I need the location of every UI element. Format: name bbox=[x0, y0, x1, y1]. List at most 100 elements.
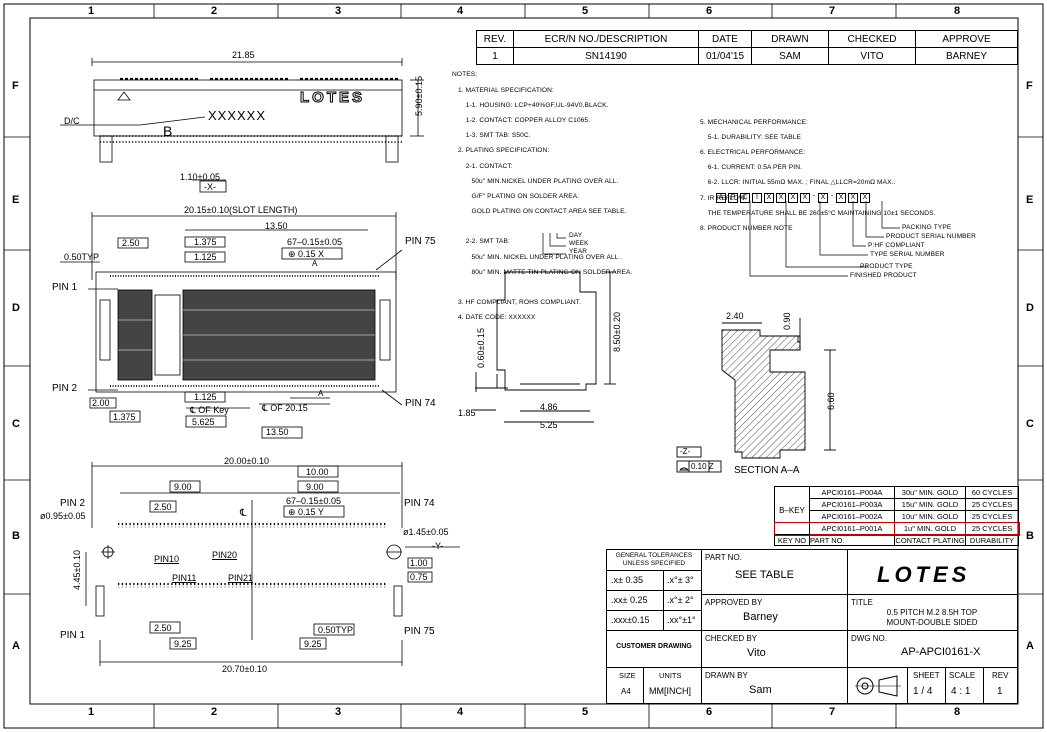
customer-drawing: CUSTOMER DRAWING bbox=[616, 643, 692, 650]
size-label: SIZE bbox=[619, 671, 636, 680]
pin21-label: PIN21 bbox=[228, 573, 254, 583]
divider bbox=[607, 667, 701, 668]
rev-value: 1 bbox=[476, 47, 514, 65]
grid-row-c: C bbox=[12, 418, 20, 430]
pn-label-serial: PRODUCT SERIAL NUMBER bbox=[886, 233, 977, 240]
top-view bbox=[60, 58, 424, 193]
tolerance-column: GENERAL TOLERANCES UNLESS SPECIFIED .x± … bbox=[607, 550, 702, 704]
grid-col-2: 2 bbox=[211, 5, 218, 17]
dim-5-25: 5.25 bbox=[540, 420, 558, 430]
dim-9-25-a: 9.25 bbox=[174, 639, 192, 649]
pn-box: X bbox=[764, 193, 774, 203]
divider bbox=[607, 590, 701, 591]
key-mark: B bbox=[163, 123, 173, 139]
units-value: MM[INCH] bbox=[649, 686, 691, 696]
pn-label-finished: FINISHED PRODUCT bbox=[850, 272, 917, 279]
company-logo: LOTES bbox=[877, 562, 971, 587]
dim-0-60: 0.60±0.15 bbox=[476, 328, 486, 368]
dim-0-75: 0.75 bbox=[410, 572, 428, 582]
pn-box: X bbox=[800, 193, 810, 203]
pn-dash: - bbox=[812, 193, 816, 200]
rev-checked: VITO bbox=[828, 47, 916, 65]
grid-col-3-bottom: 3 bbox=[335, 706, 342, 718]
key-durability-2: 25 CYCLES bbox=[965, 498, 1019, 511]
pn-box: X bbox=[818, 193, 828, 203]
pos-tolerance-y: ⊕ 0.15 Y bbox=[288, 507, 324, 517]
drawn-value: Sam bbox=[749, 684, 772, 696]
hole-large: ø1.45±0.05 bbox=[403, 527, 449, 537]
dim-2-50-fp-b: 2.50 bbox=[154, 623, 172, 633]
pn-label-type-serial: TYPE SERIAL NUMBER bbox=[870, 251, 945, 258]
note-line: 5. MECHANICAL PERFORMANCE: bbox=[700, 118, 808, 126]
note-line: GOLD PLATING ON CONTACT AREA SEE TABLE. bbox=[458, 208, 627, 216]
dim-5-90: 5.90±0.15 bbox=[414, 76, 424, 116]
grid-col-7: 7 bbox=[829, 5, 836, 17]
rev-header-approve: APPROVE bbox=[915, 30, 1018, 48]
part-number-boxes: A P C I X X X X - X - X X X bbox=[716, 193, 870, 203]
grid-row-f: F bbox=[12, 80, 19, 92]
grid-col-2-bottom: 2 bbox=[211, 706, 218, 718]
dim-13-50-bottom: 13.50 bbox=[266, 427, 289, 437]
divider bbox=[663, 570, 664, 630]
date-code-labels: DAY WEEK YEAR bbox=[569, 232, 589, 256]
section-letter-a-bottom: A bbox=[318, 389, 324, 398]
key-part-1: APCI0161–P004A bbox=[809, 486, 895, 499]
divider bbox=[847, 630, 1017, 631]
scale-value: 4 : 1 bbox=[951, 686, 971, 697]
size-value: A4 bbox=[621, 687, 631, 696]
dim-0-90: 0.90 bbox=[782, 312, 792, 330]
divider bbox=[701, 630, 847, 631]
grid-col-8: 8 bbox=[954, 5, 961, 17]
dim-20-00: 20.00±0.10 bbox=[224, 456, 269, 466]
key-plating-3: 10u" MIN. GOLD bbox=[894, 510, 966, 523]
rev-header-rev: REV. bbox=[476, 30, 514, 48]
grid-col-1: 1 bbox=[88, 5, 95, 17]
note-line: 5-1. DURABILITY: SEE TABLE bbox=[700, 133, 801, 141]
divider bbox=[847, 667, 1017, 668]
pn-label-product-type: PRODUCT TYPE bbox=[860, 263, 913, 270]
note-line: 3. HF COMPLIANT, ROHS COMPLIANT. bbox=[458, 299, 582, 307]
key-plating-4: 1u" MIN. GOLD bbox=[894, 522, 966, 535]
pin2-fp-label: PIN 2 bbox=[60, 498, 86, 509]
note-line: 1. MATERIAL SPECIFICATION: bbox=[458, 86, 554, 94]
notes-heading: NOTES: bbox=[452, 71, 478, 78]
brand-logo: LOTES bbox=[299, 89, 366, 107]
dc-label: D/C bbox=[64, 116, 80, 126]
rev-number: 1 bbox=[997, 686, 1003, 697]
dim-21-85: 21.85 bbox=[232, 50, 255, 60]
key-table: B–KEY APCI0161–P004A 30u" MIN. GOLD 60 C… bbox=[773, 486, 1020, 546]
part-no-label: PART NO. bbox=[705, 553, 742, 562]
tol-linear-3: .xxx±0.15 bbox=[611, 615, 650, 625]
divider bbox=[643, 667, 644, 704]
dim-1-10: 1.10±0.05 bbox=[180, 172, 220, 182]
side-view bbox=[473, 271, 616, 423]
tol-linear-2: .xx± 0.25 bbox=[611, 595, 648, 605]
dim-10-00: 10.00 bbox=[306, 467, 329, 477]
drawn-label: DRAWN BY bbox=[705, 671, 748, 680]
scale-label: SCALE bbox=[949, 671, 976, 680]
pin74-fp-label: PIN 74 bbox=[404, 498, 435, 509]
pin11-label: PIN11 bbox=[172, 573, 197, 583]
rev-approve: BARNEY bbox=[915, 47, 1018, 65]
key-durability-1: 60 CYCLES bbox=[965, 486, 1019, 499]
note-line: 1-3. SMT TAB: S50C. bbox=[458, 132, 531, 140]
pn-dash: - bbox=[830, 193, 834, 200]
pn-box: P bbox=[728, 193, 738, 203]
dim-1-125-a: 1.125 bbox=[194, 252, 217, 262]
date-code-week: WEEK bbox=[569, 240, 589, 247]
key-plating-2: 15u" MIN. GOLD bbox=[894, 498, 966, 511]
grid-row-e: E bbox=[12, 194, 20, 206]
pn-box: A bbox=[716, 193, 726, 203]
rev-ecn: SN14190 bbox=[513, 47, 699, 65]
key-plating-1: 30u" MIN. GOLD bbox=[894, 486, 966, 499]
checked-value: Vito bbox=[747, 647, 766, 659]
rev-label: REV bbox=[992, 671, 1009, 680]
title-label: TITLE bbox=[851, 598, 873, 607]
divider bbox=[607, 630, 701, 631]
dim-9-25-b: 9.25 bbox=[304, 639, 322, 649]
dim-4-45: 4.45±0.10 bbox=[72, 550, 82, 590]
tol-linear-1: .x± 0.35 bbox=[611, 575, 643, 585]
pn-box: X bbox=[860, 193, 870, 203]
key-durability-3: 25 CYCLES bbox=[965, 510, 1019, 523]
